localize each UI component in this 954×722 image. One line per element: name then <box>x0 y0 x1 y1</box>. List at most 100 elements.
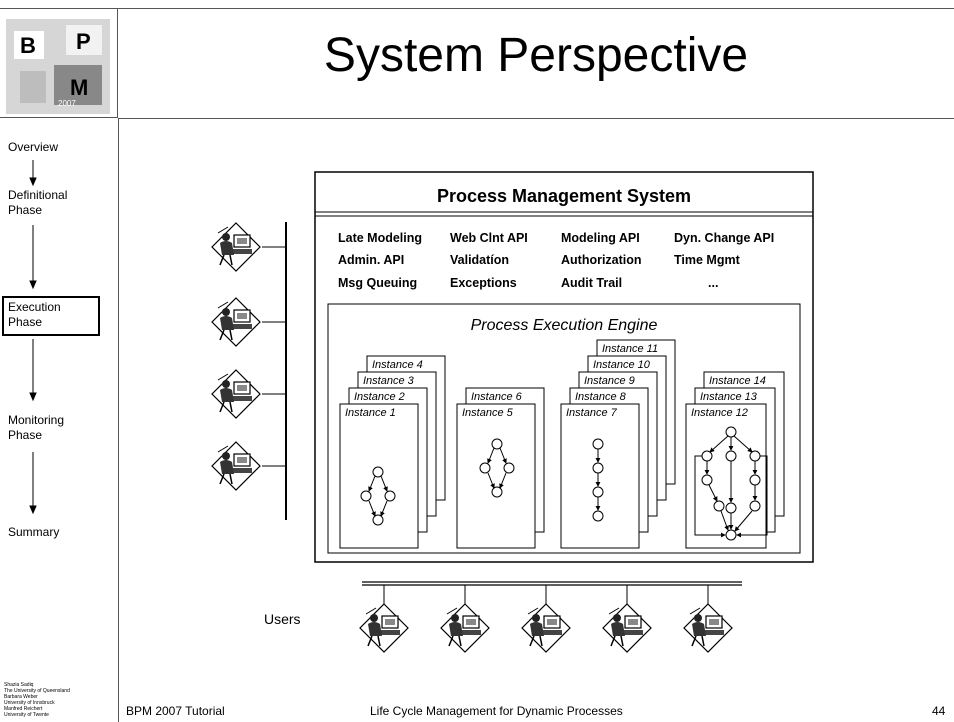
process-node <box>503 462 515 474</box>
process-edge <box>720 510 729 531</box>
instance-label: Instance 7 <box>566 407 618 419</box>
api-label: Time Mgmt <box>674 253 741 267</box>
instance-label: Instance 12 <box>691 407 748 419</box>
process-node <box>592 486 604 498</box>
instance-label: Instance 3 <box>363 375 415 387</box>
logo-letter-b: B <box>20 33 36 58</box>
page-title: System Perspective <box>323 29 749 82</box>
nav-item-overview[interactable]: Overview <box>8 140 59 154</box>
workstation-user-icon <box>211 369 261 419</box>
process-edge <box>736 455 768 538</box>
instance-label: Instance 1 <box>345 407 396 419</box>
process-node <box>713 500 725 512</box>
nav-item-summary[interactable]: Summary <box>8 525 60 539</box>
process-edge <box>694 455 726 538</box>
process-edge <box>708 484 718 502</box>
process-node <box>384 490 396 502</box>
process-edge <box>734 510 753 532</box>
nav-active-marker <box>2 296 100 336</box>
api-label: Late Modeling <box>338 231 422 245</box>
instance-label: Instance 9 <box>584 375 635 387</box>
header-top-rule <box>0 8 954 9</box>
author-line: University of Twente <box>4 712 49 718</box>
api-label: Audit Trail <box>561 276 622 290</box>
author-line: The University of Queensland <box>4 688 70 694</box>
instance-label: Instance 4 <box>372 359 423 371</box>
author-line: Manfred Reichert <box>4 706 43 712</box>
process-edge <box>733 435 753 453</box>
process-node <box>592 462 604 474</box>
process-node <box>701 474 713 486</box>
process-edge <box>499 472 507 489</box>
process-node <box>491 438 503 450</box>
nav-item-monitoring-phase[interactable]: Monitoring Phase <box>8 413 65 442</box>
instance-label: Instance 8 <box>575 391 627 403</box>
api-label: ... <box>708 276 718 290</box>
process-node <box>725 450 737 462</box>
api-label: Dyn. Change API <box>674 231 774 245</box>
workstation-user-icon <box>683 603 733 653</box>
author-line: Shazia Sadiq <box>4 682 34 688</box>
logo-letter-p: P <box>76 29 91 54</box>
process-node <box>725 426 737 438</box>
process-node <box>372 466 384 478</box>
workstation-user-icon <box>211 222 261 272</box>
api-label: Authorization <box>561 253 642 267</box>
nav-item-execution-phase[interactable]: Execution Phase <box>8 300 61 329</box>
bpm-logo: B P M 2007 <box>6 19 110 114</box>
bottom-user-group: Users <box>264 581 742 653</box>
author-line: Barbara Weber <box>4 694 38 700</box>
logo-letter-m: M <box>70 75 88 100</box>
process-node <box>479 462 491 474</box>
header-divider <box>118 118 954 119</box>
process-edge <box>487 472 495 489</box>
instance-label: Instance 13 <box>700 391 758 403</box>
sidebar-divider <box>118 118 119 722</box>
footer-left: BPM 2007 Tutorial <box>126 704 225 718</box>
instance-label: Instance 11 <box>602 343 658 355</box>
logo-box: B P M 2007 <box>0 8 118 118</box>
author-line: University of Innsbruck <box>4 700 55 706</box>
api-label: Web Clnt API <box>450 231 528 245</box>
process-node <box>749 450 761 462</box>
api-label: Modeling API <box>561 231 640 245</box>
process-node <box>360 490 372 502</box>
workstation-user-icon <box>602 603 652 653</box>
engine-title: Process Execution Engine <box>471 317 658 334</box>
api-label: Validatíon <box>450 253 509 267</box>
api-grid: Late Modeling Web Clnt API Modeling API Dyn… <box>338 231 774 290</box>
workstation-user-icon <box>440 603 490 653</box>
process-node <box>725 529 737 541</box>
process-node <box>372 514 384 526</box>
pms-title: Process Management System <box>437 186 691 206</box>
workstation-user-icon <box>359 603 409 653</box>
footer-center: Life Cycle Management for Dynamic Proces… <box>370 704 623 718</box>
process-edge <box>487 447 495 464</box>
process-edge <box>709 435 729 453</box>
process-node <box>749 500 761 512</box>
instance-label: Instance 10 <box>593 359 651 371</box>
workstation-user-icon <box>211 441 261 491</box>
logo-year: 2007 <box>58 99 76 108</box>
instance-label: Instance 14 <box>709 375 766 387</box>
instance-label: Instance 6 <box>471 391 523 403</box>
nav-item-definitional-phase[interactable]: Definitional Phase <box>8 188 68 217</box>
process-edge <box>380 500 388 517</box>
workstation-user-icon <box>521 603 571 653</box>
left-user-group <box>211 222 287 520</box>
process-edge <box>380 475 388 492</box>
page-number: 44 <box>932 704 946 718</box>
api-label: Admin. API <box>338 253 404 267</box>
instance-card: Instance 5 <box>456 403 536 549</box>
process-edge <box>499 447 507 464</box>
process-node <box>592 510 604 522</box>
api-label: Msg Queuing <box>338 276 417 290</box>
users-label: Users <box>264 611 301 627</box>
instance-label: Instance 5 <box>462 407 514 419</box>
process-node <box>491 486 503 498</box>
process-edge <box>368 475 376 492</box>
process-node <box>701 450 713 462</box>
author-credits: Shazia Sadiq The University of Queenslan… <box>4 682 116 718</box>
api-label: Exceptions <box>450 276 517 290</box>
